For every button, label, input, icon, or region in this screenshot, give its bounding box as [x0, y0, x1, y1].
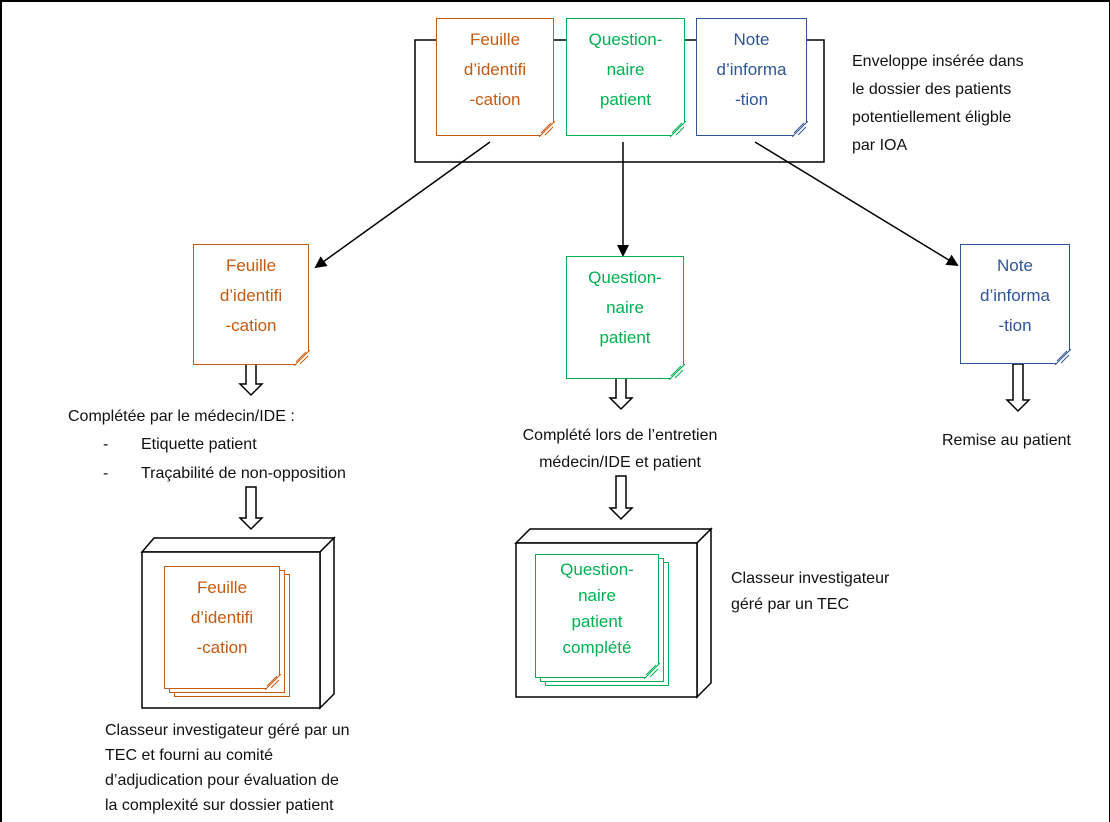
caption-line: médecin/IDE et patient: [539, 454, 701, 471]
middle-binder-caption: Classeur investigateur géré par un TEC: [731, 566, 889, 618]
folded-corner-icon: [792, 121, 808, 137]
doc-line: patient: [599, 328, 651, 347]
middle-branch-caption: Complété lors de l’entretien médecin/IDE…: [480, 422, 760, 476]
caption-line: Complété lors de l’entretien: [522, 427, 718, 444]
doc-line: Note: [733, 30, 770, 49]
envelope-feuille-identification-doc: Feuille d’identifi -cation: [436, 18, 555, 137]
bullet-text: Traçabilité de non-opposition: [141, 465, 346, 482]
binder-feuille-identification-doc: Feuille d’identifi -cation: [164, 566, 281, 690]
hollow-arrow-middle-2: [608, 475, 634, 521]
feuille-identification-doc: Feuille d’identifi -cation: [193, 244, 310, 366]
folded-corner-icon: [539, 121, 555, 137]
folded-corner-icon: [669, 364, 685, 380]
doc-line: Question-: [588, 268, 662, 287]
doc-line: -cation: [225, 316, 277, 335]
doc-line: d’identifi: [463, 60, 527, 79]
doc-line: Question-: [560, 560, 634, 579]
doc-line: Feuille: [469, 30, 521, 49]
bullet-dash: -: [103, 465, 109, 482]
note-information-doc: Note d’informa -tion: [960, 244, 1071, 365]
envelope-questionnaire-doc: Question- naire patient: [566, 18, 686, 137]
doc-line: -tion: [998, 316, 1032, 335]
left-branch-bullet-2: - Traçabilité de non-opposition: [103, 461, 346, 487]
left-branch-bullet-1: - Etiquette patient: [103, 432, 257, 458]
doc-line: Feuille: [225, 256, 277, 275]
doc-line: d’identifi: [219, 286, 283, 305]
doc-line: d’identifi: [190, 608, 254, 627]
doc-line: -tion: [734, 90, 769, 109]
doc-line: -cation: [469, 90, 521, 109]
envelope-caption: Enveloppe insérée dans le dossier des pa…: [852, 48, 1024, 160]
doc-line: Question-: [588, 30, 663, 49]
arrow-to-feuille: [314, 141, 491, 269]
caption-line: la complexité sur dossier patient: [105, 797, 334, 814]
left-branch-caption: Complétée par le médecin/IDE :: [68, 408, 295, 425]
doc-line: Note: [997, 256, 1033, 275]
bullet-dash: -: [103, 436, 109, 453]
caption-line: TEC et fourni au comité: [105, 747, 274, 764]
caption-line: Classeur investigateur: [731, 570, 890, 587]
caption-line: par IOA: [852, 137, 908, 154]
doc-line: complété: [562, 638, 632, 657]
doc-line: naire: [606, 60, 645, 79]
envelope-note-information-doc: Note d’informa -tion: [696, 18, 808, 137]
doc-line: d’informa: [980, 286, 1050, 305]
folded-corner-icon: [265, 674, 281, 690]
folded-corner-icon: [670, 121, 686, 137]
doc-line: naire: [606, 298, 644, 317]
hollow-arrow-right: [1005, 363, 1031, 413]
caption-line: potentiellement éligble: [852, 109, 1012, 126]
hollow-arrow-left-2: [238, 486, 264, 531]
caption-line: d’adjudication pour évaluation de: [105, 772, 339, 789]
doc-line: patient: [599, 90, 652, 109]
questionnaire-patient-doc: Question- naire patient: [566, 256, 685, 380]
doc-line: -cation: [196, 638, 248, 657]
caption-line: géré par un TEC: [731, 596, 849, 613]
folded-corner-icon: [644, 663, 660, 679]
left-binder-caption: Classeur investigateur géré par un TEC e…: [105, 718, 350, 818]
doc-line: Feuille: [196, 578, 248, 597]
doc-line: patient: [571, 612, 623, 631]
arrow-to-note: [754, 141, 959, 267]
right-branch-caption: Remise au patient: [942, 432, 1071, 449]
doc-line: d’informa: [716, 60, 787, 79]
bullet-text: Etiquette patient: [141, 436, 257, 453]
folded-corner-icon: [1055, 349, 1071, 365]
folded-corner-icon: [294, 350, 310, 366]
doc-line: naire: [578, 586, 616, 605]
caption-line: Classeur investigateur géré par un: [105, 722, 350, 739]
caption-line: Enveloppe insérée dans: [852, 53, 1024, 70]
caption-line: le dossier des patients: [852, 81, 1012, 98]
binder-questionnaire-doc: Question- naire patient complété: [535, 554, 660, 679]
